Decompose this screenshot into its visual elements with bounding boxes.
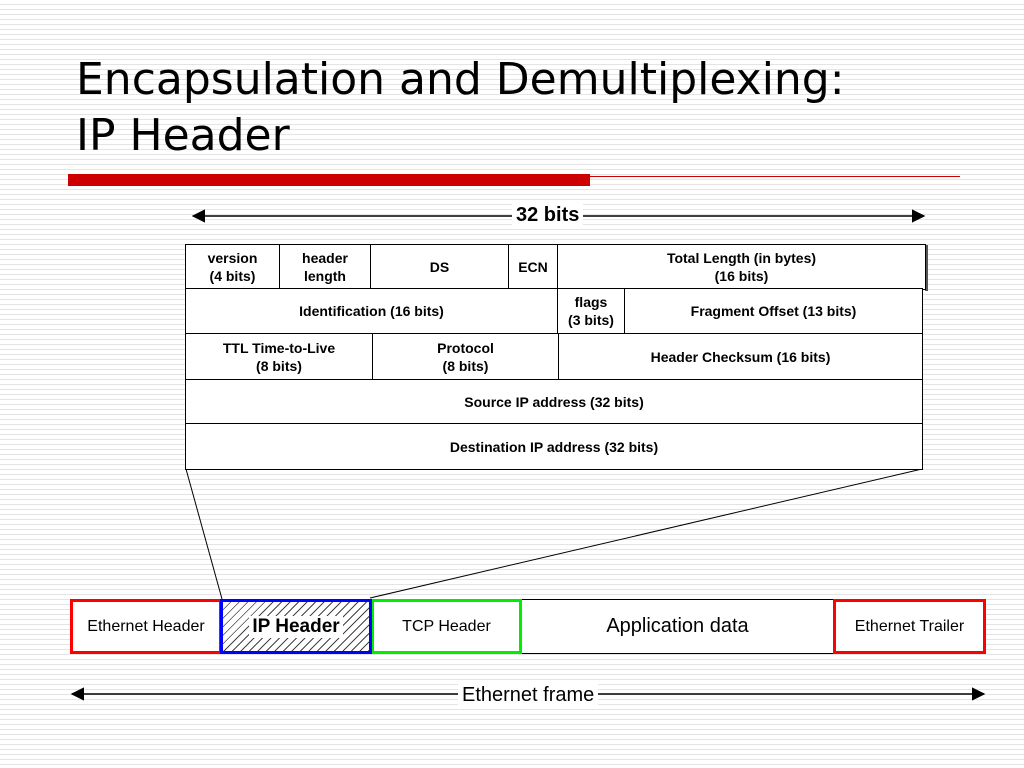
ip-header-segment: IP Header xyxy=(220,599,372,654)
application-data-segment: Application data xyxy=(520,599,835,654)
title-accent-line xyxy=(590,176,960,177)
identification-label: Identification (16 bits) xyxy=(299,303,444,319)
tcp-header-segment: TCP Header xyxy=(371,599,522,654)
slide-title-line1: Encapsulation and Demultiplexing: xyxy=(76,54,845,105)
source-ip-label: Source IP address (32 bits) xyxy=(464,393,644,410)
ecn-field: ECN xyxy=(508,244,558,290)
flags-bits: (3 bits) xyxy=(568,312,614,328)
destination-ip-field: Destination IP address (32 bits) xyxy=(185,423,923,470)
ecn-label: ECN xyxy=(518,259,548,275)
protocol-bits: (8 bits) xyxy=(442,357,489,374)
row1-shadow xyxy=(925,245,928,291)
slide-title-line2: IP Header xyxy=(76,110,290,161)
fragment-offset-field: Fragment Offset (13 bits) xyxy=(624,288,923,334)
protocol-label: Protocol xyxy=(437,339,494,356)
bits-width-label: 32 bits xyxy=(512,202,584,228)
header-length-label-1: header xyxy=(302,250,348,266)
header-checksum-label: Header Checksum (16 bits) xyxy=(650,348,831,365)
header-length-label-2: length xyxy=(303,268,346,284)
version-bits: (4 bits) xyxy=(209,268,256,284)
total-length-label: Total Length (in bytes) xyxy=(666,250,817,266)
title-accent-bar xyxy=(68,174,590,186)
flags-field: flags (3 bits) xyxy=(557,288,625,334)
source-ip-field: Source IP address (32 bits) xyxy=(185,379,923,424)
slide-title: Encapsulation and Demultiplexing: IP Hea… xyxy=(76,52,845,164)
destination-ip-label: Destination IP address (32 bits) xyxy=(449,438,659,455)
ip-header-label: IP Header xyxy=(249,615,343,638)
ds-field: DS xyxy=(370,244,509,290)
header-checksum-field: Header Checksum (16 bits) xyxy=(558,333,923,380)
ethernet-frame-label: Ethernet frame xyxy=(458,682,599,708)
ethernet-header-label: Ethernet Header xyxy=(87,617,205,635)
identification-field: Identification (16 bits) xyxy=(185,288,558,334)
ttl-label: TTL Time-to-Live xyxy=(222,339,336,356)
ethernet-header-segment: Ethernet Header xyxy=(70,599,222,654)
header-length-field: header length xyxy=(279,244,371,290)
protocol-field: Protocol(8 bits) xyxy=(372,333,559,380)
ds-label: DS xyxy=(429,259,450,275)
flags-label: flags xyxy=(574,294,608,310)
zoom-line-left xyxy=(185,468,223,600)
zoom-line-right xyxy=(369,468,923,599)
version-label: version xyxy=(207,250,258,266)
version-field: version (4 bits) xyxy=(185,244,280,290)
ethernet-trailer-segment: Ethernet Trailer xyxy=(833,599,986,654)
ttl-bits: (8 bits) xyxy=(256,357,302,374)
ttl-field: TTL Time-to-Live(8 bits) xyxy=(185,333,373,380)
application-data-label: Application data xyxy=(606,615,749,637)
tcp-header-label: TCP Header xyxy=(402,617,491,635)
ethernet-trailer-label: Ethernet Trailer xyxy=(854,617,965,635)
total-length-field: Total Length (in bytes) (16 bits) xyxy=(557,244,926,290)
total-length-bits: (16 bits) xyxy=(714,268,769,284)
fragment-offset-label: Fragment Offset (13 bits) xyxy=(690,303,857,319)
